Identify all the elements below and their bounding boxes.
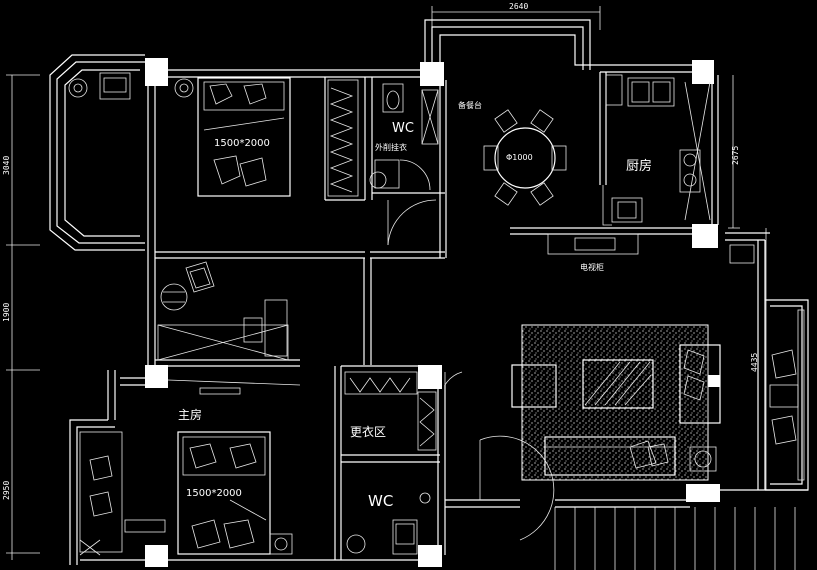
dressing-area-label: 更衣区 <box>350 424 386 439</box>
lower-bed-size: 1500*2000 <box>186 488 242 499</box>
dim-right-living: 4435 <box>750 353 759 372</box>
upper-wc-fixtures <box>369 83 439 191</box>
dressing-area-fixtures <box>344 371 437 451</box>
upper-wardrobe <box>327 79 359 197</box>
tv-cabinet-label: 电视柜 <box>580 262 604 272</box>
left-closet <box>79 431 123 556</box>
bay-fixtures <box>68 72 131 100</box>
walls <box>49 19 809 565</box>
lower-wc-label: WC <box>368 492 393 510</box>
dim-right-kitchen: 2675 <box>731 146 740 165</box>
dim-left-upper: 3040 <box>2 156 11 175</box>
kitchen-fixtures <box>602 74 711 226</box>
upper-bed-size: 1500*2000 <box>214 138 270 149</box>
kitchen-label: 厨房 <box>626 158 652 174</box>
tv-cabinet <box>547 233 639 255</box>
dim-left-lower: 2950 <box>2 481 11 500</box>
dimension-lines <box>6 6 767 560</box>
master-bedroom-bed <box>124 431 293 555</box>
entry-doors <box>444 371 555 541</box>
table-size: Φ1000 <box>506 153 533 162</box>
vanity-label: 备餐台 <box>458 100 482 110</box>
structural-columns <box>145 58 720 567</box>
stairs <box>554 507 796 570</box>
outdoor-washer-label: 外削挂衣 <box>375 142 407 152</box>
lower-wc-fixtures <box>346 492 431 555</box>
dim-left-middle: 1900 <box>2 303 11 322</box>
upper-bedroom-bed <box>174 77 291 197</box>
living-room-furniture <box>511 244 755 481</box>
sliding-door <box>167 379 301 395</box>
dim-top: 2640 <box>509 2 528 11</box>
dining-table <box>483 109 567 206</box>
right-balcony-fixtures <box>769 309 805 481</box>
master-bedroom-label: 主房 <box>178 407 202 422</box>
study-furniture <box>157 261 289 361</box>
upper-wc-label: WC <box>392 121 414 136</box>
